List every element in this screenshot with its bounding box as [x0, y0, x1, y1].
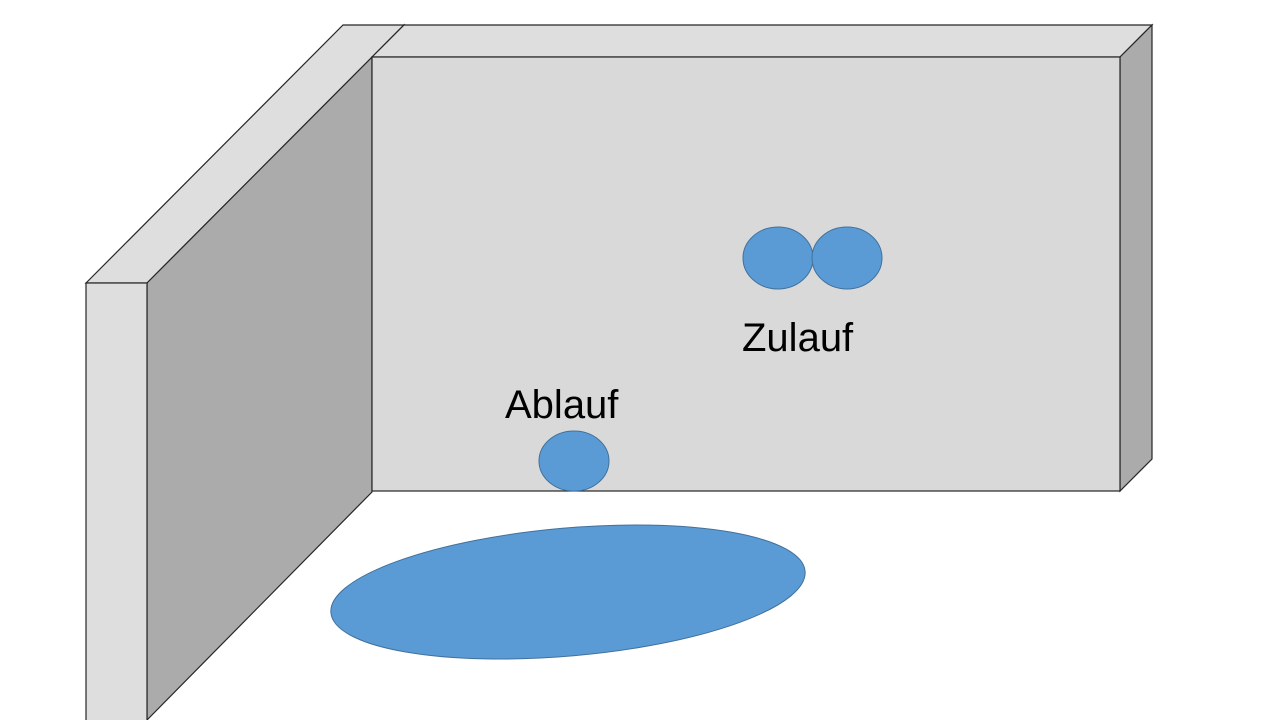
- inlet-connection-right: [811, 226, 883, 290]
- back-wall-top: [370, 24, 1154, 58]
- left-wall-front-face: [85, 282, 148, 720]
- back-wall-front-face: [371, 56, 1121, 492]
- outlet-label: Ablauf: [505, 383, 619, 427]
- back-wall-side-face: [1119, 23, 1153, 493]
- inlet-label: Zulauf: [742, 316, 854, 360]
- outlet-connection: [538, 430, 610, 492]
- water-puddle: [330, 524, 806, 660]
- inlet-connection-left: [742, 226, 814, 290]
